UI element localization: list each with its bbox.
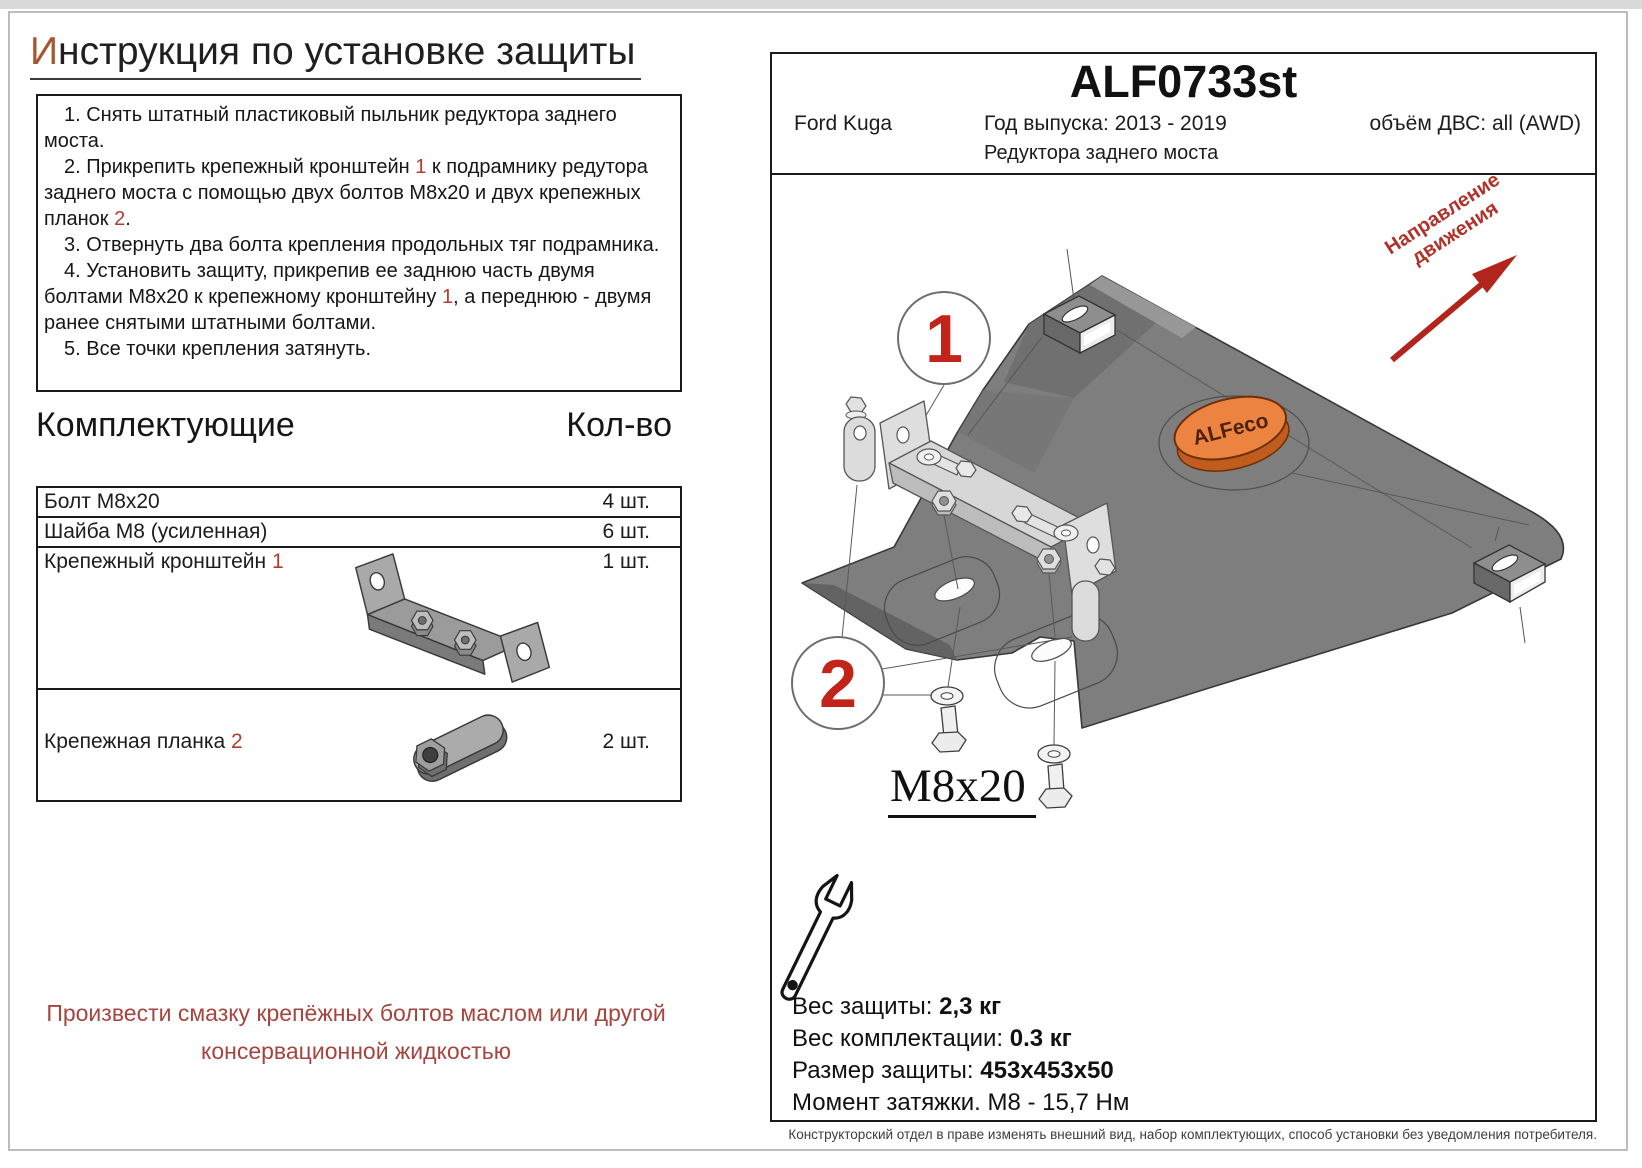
slot-emboss-right xyxy=(994,613,1118,709)
instruction-item: 2. Прикрепить крепежный кронштейн 1 к по… xyxy=(44,156,648,230)
technical-drawing: ALFeco xyxy=(780,248,1565,1001)
title-rest: нструкция по установке защиты xyxy=(58,30,636,73)
bolt-size-label: М8х20 xyxy=(888,759,1036,818)
part-name: Крепежная планка 2 xyxy=(44,730,243,753)
footer-disclaimer: Конструкторский отдел в праве изменять в… xyxy=(788,1127,1597,1142)
components-heading: Комплектующие xyxy=(36,406,295,444)
components-qty-heading: Кол-во xyxy=(566,406,672,444)
bracket-drawing xyxy=(355,553,551,683)
spec-torque: Момент затяжки. М8 - 15,7 Нм xyxy=(792,1089,1130,1116)
part-code: ALF0733st xyxy=(1069,56,1298,107)
part-qty: 4 шт. xyxy=(602,490,651,513)
part-qty: 6 шт. xyxy=(602,520,651,543)
table-row: Болт М8х20 4 шт. xyxy=(38,488,680,518)
spec-size: Размер защиты: 453x453x50 xyxy=(792,1057,1114,1084)
drawing-box: ALFeco xyxy=(770,169,1597,1122)
page-top-strip xyxy=(0,0,1642,9)
rear-mount-box xyxy=(1472,526,1547,644)
wrench-icon xyxy=(780,873,854,1001)
part-name: Шайба М8 (усиленная) xyxy=(44,520,268,543)
components-table: Болт М8х20 4 шт. Шайба М8 (усиленная) 6 … xyxy=(36,486,682,802)
part-name: Крепежный кронштейн 1 xyxy=(44,550,284,573)
callout-2-number: 2 xyxy=(819,646,857,722)
strap-drawing xyxy=(413,714,508,782)
instruction-item: 3. Отвернуть два болта крепления продоль… xyxy=(64,234,660,256)
callout-2: 2 xyxy=(791,636,885,730)
part-header-box: ALF0733st Ford Kuga Год выпуска: 2013 - … xyxy=(770,52,1597,175)
part-qty: 2 шт. xyxy=(602,730,651,753)
instruction-item: 5. Все точки крепления затянуть. xyxy=(64,338,372,360)
spec-weight: Вес защиты: 2,3 кг xyxy=(792,993,1002,1020)
instructions-box: 1. Снять штатный пластиковый пыльник ред… xyxy=(36,94,682,392)
table-row: Крепежный кронштейн 1 1 шт. xyxy=(38,548,680,690)
part-subtitle: Редуктора заднего моста xyxy=(984,142,1219,164)
bolt-washer-stack-right xyxy=(1037,744,1073,809)
brand-badge: ALFeco xyxy=(1173,395,1290,472)
mounting-bracket xyxy=(843,396,1117,642)
callout-1: 1 xyxy=(897,291,991,385)
engine-spec: объём ДВС: all (AWD) xyxy=(1369,112,1582,135)
specs-block: Вес защиты: 2,3 кг Вес комплектации: 0.3… xyxy=(792,993,1129,1121)
page-title: Инструкция по установке защиты xyxy=(30,30,642,80)
part-qty: 1 шт. xyxy=(602,550,651,573)
protection-plate xyxy=(801,275,1565,729)
title-initial: И xyxy=(30,30,59,73)
page-frame xyxy=(8,11,1628,1151)
callout-1-number: 1 xyxy=(925,301,963,377)
lubrication-warning: Произвести смазку крепёжных болтов масло… xyxy=(46,1000,666,1064)
spec-kit-weight: Вес комплектации: 0.3 кг xyxy=(792,1025,1072,1052)
instruction-item: 1. Снять штатный пластиковый пыльник ред… xyxy=(44,104,617,152)
part-name: Болт М8х20 xyxy=(44,490,160,513)
direction-arrow-icon xyxy=(1390,255,1517,363)
vehicle-name: Ford Kuga xyxy=(794,112,893,135)
front-mount-box xyxy=(1042,248,1117,355)
table-row: Шайба М8 (усиленная) 6 шт. xyxy=(38,518,680,548)
bolt-washer-stack-left xyxy=(930,686,967,753)
badge-outline xyxy=(1158,395,1310,491)
components-header: Комплектующие Кол-во xyxy=(36,406,682,445)
instruction-item: 4. Установить защиту, прикрепив ее задню… xyxy=(44,260,652,334)
table-row: Крепежная планка 2 2 шт. xyxy=(38,690,680,800)
slot-emboss-left xyxy=(883,556,1001,646)
year-range: Год выпуска: 2013 - 2019 xyxy=(984,112,1227,135)
